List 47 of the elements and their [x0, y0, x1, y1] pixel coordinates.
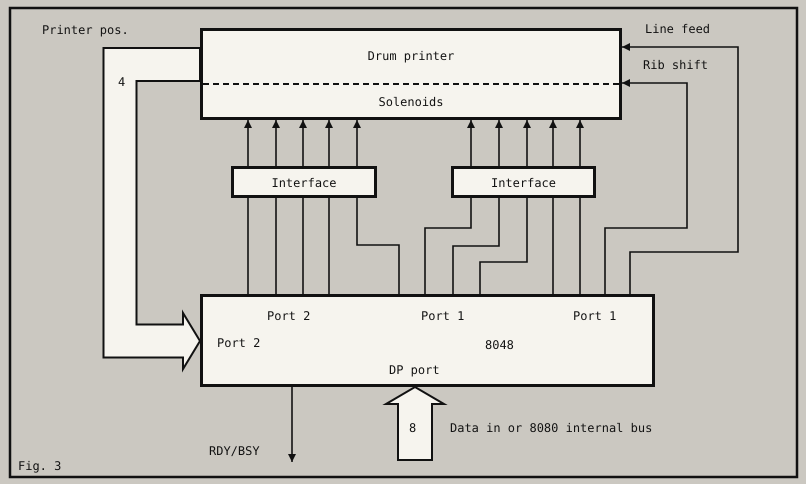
signal-line	[579, 198, 581, 294]
edge-label: Data in or 8080 internal bus	[449, 421, 654, 435]
figure-number: Fig. 3	[18, 459, 62, 473]
box-label: Interface	[490, 176, 558, 190]
arrow	[467, 120, 475, 166]
printer-box	[200, 28, 622, 120]
arrow	[272, 120, 280, 166]
signal-line	[328, 198, 330, 294]
arrow	[576, 120, 584, 166]
signal-label: Printer pos.	[42, 23, 129, 37]
arrow	[495, 120, 503, 166]
box-label: Port 1	[573, 309, 616, 323]
box-label: Port 1	[421, 309, 464, 323]
signal-line	[424, 198, 472, 294]
interface-box	[451, 166, 596, 198]
signal-line	[479, 198, 528, 294]
microcontroller-box	[200, 294, 655, 387]
arrow	[288, 387, 296, 462]
signal-line	[247, 198, 249, 294]
arrow	[353, 120, 361, 166]
edge-label: RDY/BSY	[208, 444, 261, 458]
signal-line	[356, 198, 400, 294]
box-label: Solenoids	[377, 95, 445, 109]
bus-width-label: 8	[409, 421, 416, 435]
box-label: Port 2	[267, 309, 310, 323]
arrow	[244, 120, 252, 166]
box-label: Port 2	[217, 336, 260, 350]
bus-arrow	[382, 386, 448, 461]
signal-line	[552, 198, 554, 294]
arrow	[549, 120, 557, 166]
edge-label: Rib shift	[642, 58, 710, 72]
edge-label: Line feed	[644, 22, 712, 36]
arrow	[325, 120, 333, 166]
box-label: Interface	[270, 176, 338, 190]
box-label: 8048	[485, 338, 514, 352]
signal-line	[452, 198, 500, 294]
box-label: DP port	[389, 363, 440, 377]
bus-arrow	[102, 47, 202, 373]
box-label: Drum printer	[366, 49, 456, 63]
bus-width-label: 4	[118, 75, 126, 89]
interface-box	[231, 166, 377, 198]
signal-line	[302, 198, 304, 294]
arrow	[622, 43, 739, 294]
signal-line	[275, 198, 277, 294]
arrow	[299, 120, 307, 166]
arrow	[523, 120, 531, 166]
arrow	[604, 79, 688, 294]
